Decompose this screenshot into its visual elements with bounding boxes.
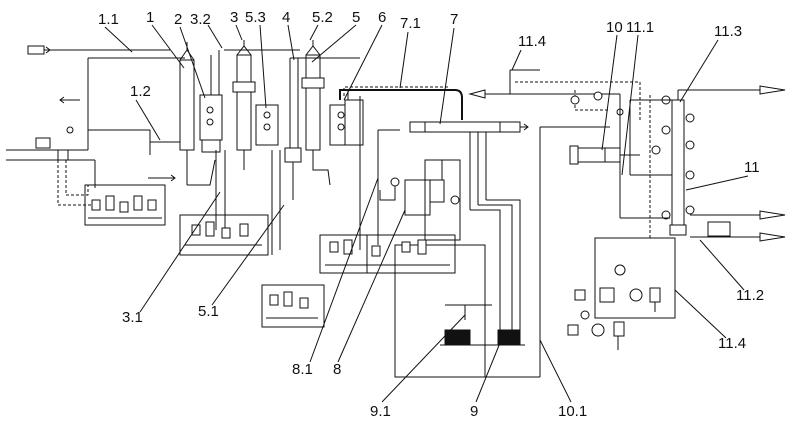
label-1-2: 1.2 bbox=[130, 83, 151, 100]
label-10: 10 bbox=[606, 19, 623, 36]
left-feed-piping bbox=[30, 57, 185, 206]
reference-labels: 1.1 1 2 3.2 3 5.3 4 5.2 5 6 7.1 7 11.4 1… bbox=[98, 9, 764, 420]
label-10-1: 10.1 bbox=[558, 403, 587, 420]
label-11-2: 11.2 bbox=[736, 287, 764, 304]
label-3: 3 bbox=[230, 9, 238, 26]
label-1: 1 bbox=[146, 9, 154, 26]
column-11 bbox=[629, 85, 786, 240]
evaporator-column-3 bbox=[224, 40, 300, 255]
label-7: 7 bbox=[450, 11, 458, 28]
column-6-and-pipe-7-1 bbox=[339, 86, 463, 250]
pump-skid-9 bbox=[394, 244, 541, 378]
vessel-10 bbox=[569, 145, 640, 165]
middle-skid bbox=[319, 234, 456, 274]
label-11: 11 bbox=[744, 159, 760, 176]
label-5-3: 5.3 bbox=[245, 9, 266, 26]
right-outlets bbox=[619, 127, 786, 242]
label-11-3: 11.3 bbox=[714, 23, 742, 40]
left-skid bbox=[84, 184, 166, 226]
label-9-1: 9.1 bbox=[370, 403, 391, 420]
skid-5-1 bbox=[261, 284, 325, 328]
inlet-arrows-left bbox=[6, 45, 176, 182]
label-5: 5 bbox=[352, 9, 360, 26]
label-9: 9 bbox=[470, 403, 478, 420]
condenser-7 bbox=[409, 121, 610, 340]
label-11-1: 11.1 bbox=[626, 19, 654, 36]
label-11-4-top: 11.4 bbox=[518, 33, 546, 50]
label-11-4-bottom: 11.4 bbox=[718, 335, 746, 352]
right-bottom-skid bbox=[567, 237, 676, 350]
label-6: 6 bbox=[378, 9, 386, 26]
right-top-piping bbox=[468, 69, 641, 140]
evaporator-column-1 bbox=[179, 42, 226, 230]
label-2: 2 bbox=[174, 11, 182, 28]
label-7-1: 7.1 bbox=[400, 15, 421, 32]
label-8-1: 8.1 bbox=[292, 361, 313, 378]
label-3-2: 3.2 bbox=[190, 11, 211, 28]
skid-3-1 bbox=[179, 214, 269, 256]
label-5-2: 5.2 bbox=[312, 9, 333, 26]
label-4: 4 bbox=[282, 9, 290, 26]
label-8: 8 bbox=[333, 361, 341, 378]
label-1-1: 1.1 bbox=[98, 11, 119, 28]
leader-lines bbox=[104, 24, 749, 403]
label-3-1: 3.1 bbox=[122, 309, 143, 326]
label-5-1: 5.1 bbox=[198, 303, 219, 320]
separator-8 bbox=[379, 159, 461, 241]
